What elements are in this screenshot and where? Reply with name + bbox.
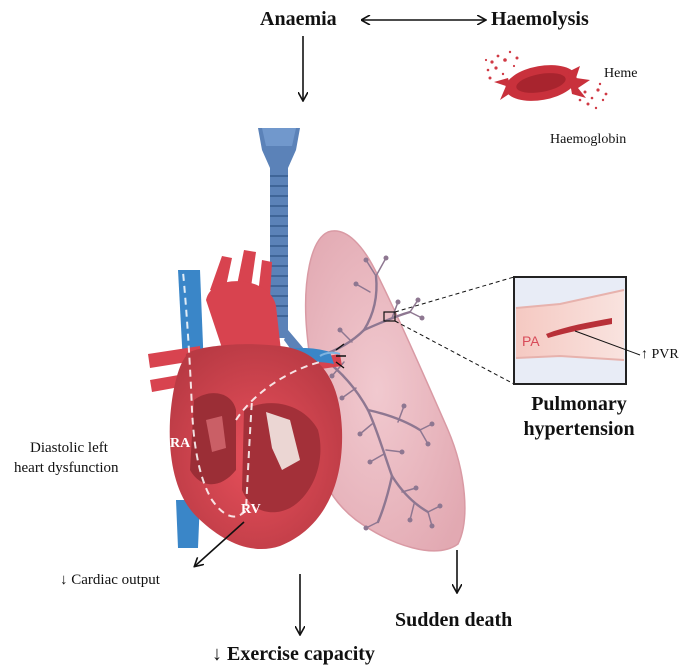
diastolic-label-line1: Diastolic left: [30, 440, 108, 457]
pa-label: PA: [522, 333, 540, 349]
heme-label: Heme: [604, 66, 637, 82]
pulmonary-hypertension-line1: Pulmonary: [494, 393, 664, 416]
red-blood-cell-icon: [494, 60, 590, 106]
sudden-death-label: Sudden death: [395, 609, 512, 632]
diastolic-label-line2: heart dysfunction: [14, 460, 119, 477]
pulmonary-artery-inset: [514, 277, 640, 384]
anaemia-label: Anaemia: [260, 8, 337, 31]
haemolysis-label: Haemolysis: [491, 8, 589, 31]
exercise-capacity-label: ↓ Exercise capacity: [212, 643, 375, 666]
haemoglobin-label: Haemoglobin: [550, 132, 626, 148]
rv-label: RV: [241, 502, 261, 518]
pvr-label: ↑ PVR: [641, 347, 679, 363]
pulmonary-hypertension-line2: hypertension: [494, 418, 664, 441]
ra-label: RA: [170, 436, 190, 452]
cardiac-output-label: ↓ Cardiac output: [60, 572, 160, 589]
